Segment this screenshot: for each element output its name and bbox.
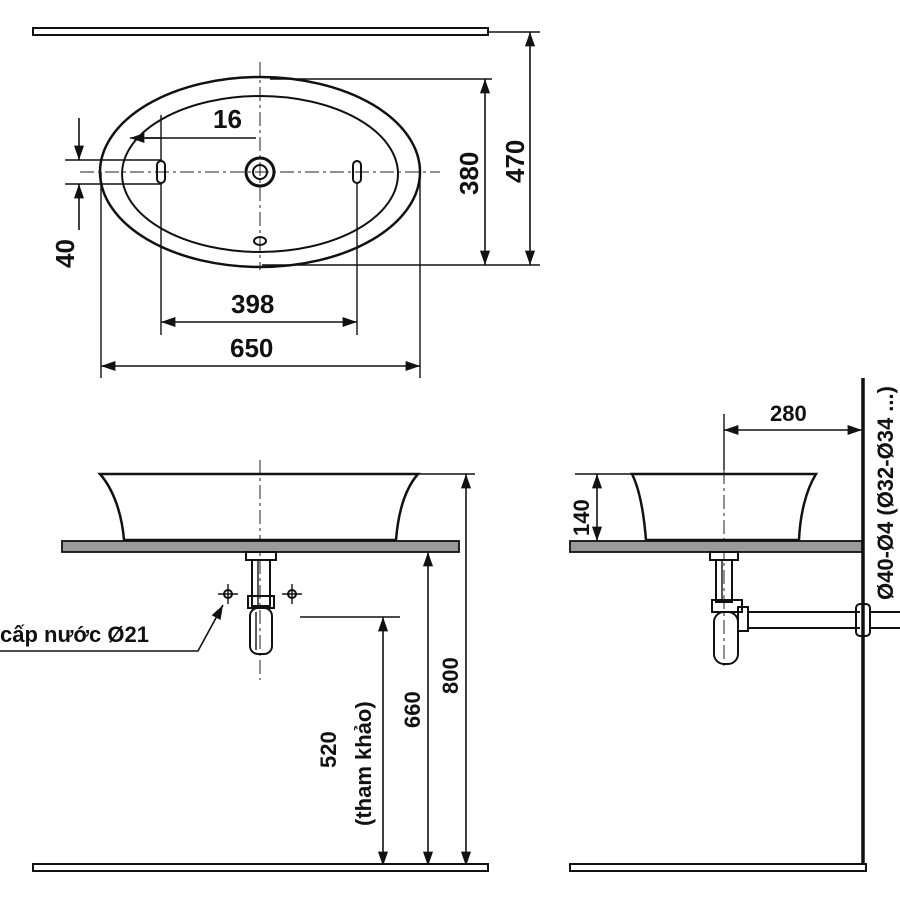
dim-398-label: 398 [231, 289, 274, 319]
top-view: 16 40 380 470 398 650 [32, 27, 540, 378]
water-supply-leader [0, 604, 224, 652]
side-countertop [569, 540, 863, 553]
side-floor-bar [569, 863, 867, 872]
overflow-hole [253, 236, 267, 246]
front-floor-bar [32, 863, 489, 872]
front-view: cấp nước Ø21 520 (tham khảo) 660 800 [0, 460, 489, 872]
dim-660-label: 660 [400, 691, 425, 728]
dim-40-label: 40 [50, 239, 80, 268]
dim-16-label: 16 [213, 104, 242, 134]
front-supply-valve-right [282, 584, 302, 604]
dim-520-note: (tham khảo) [351, 701, 376, 826]
front-countertop [61, 540, 460, 553]
side-drain-trap [709, 551, 900, 665]
side-vertical-label: Ø40-Ø4 (Ø32-Ø34 ...) [873, 386, 898, 600]
dim-520-label: 520 [316, 731, 341, 768]
drain-outer [244, 156, 276, 188]
drain-inner [252, 164, 268, 180]
water-supply-label: cấp nước Ø21 [0, 622, 149, 647]
dim-380-label: 380 [454, 152, 484, 195]
dim-140-label: 140 [569, 499, 594, 536]
front-drain-trap [245, 551, 277, 655]
dim-470-label: 470 [500, 140, 530, 183]
front-basin-profile [97, 472, 421, 542]
dim-650-label: 650 [230, 333, 273, 363]
front-supply-valve-left [218, 584, 238, 604]
dim-800-label: 800 [438, 657, 463, 694]
top-reference-bar [32, 27, 489, 36]
side-basin-profile [629, 472, 819, 542]
dim-280-label: 280 [770, 401, 807, 426]
side-view: 280 Ø40-Ø4 (Ø32-Ø34 ...) 140 [569, 378, 900, 872]
